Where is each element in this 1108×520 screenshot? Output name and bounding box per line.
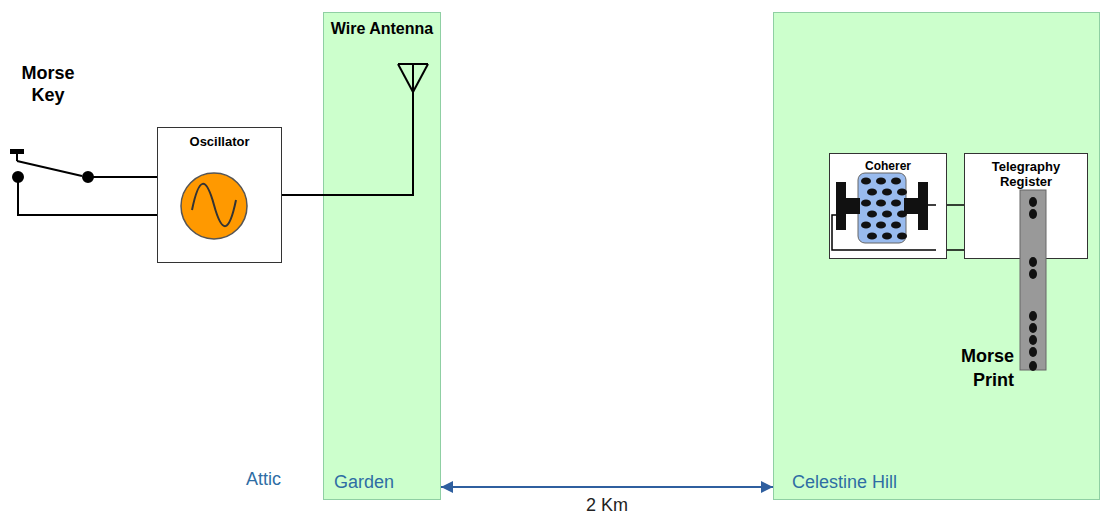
- node-text-holder: Oscillator: [158, 134, 281, 149]
- wire-antenna-symbol: [323, 64, 428, 195]
- wire: [947, 204, 964, 206]
- edge-label-holder: 2 Km: [586, 495, 628, 515]
- distance-label: 2 Km: [586, 495, 628, 515]
- morse-print-tape: [1020, 190, 1046, 371]
- attic-label-holder: Attic: [246, 469, 281, 490]
- wire: [947, 249, 964, 251]
- node-text-holder: Wire Antenna: [328, 19, 436, 38]
- oscillator-symbol: [181, 173, 247, 239]
- node-text: Telegraphy Register: [971, 159, 1081, 189]
- celestine-hill-band: Celestine Hill Coherer Telegraphy Register: [773, 12, 1100, 500]
- node-text: Wire Antenna: [328, 19, 436, 38]
- node-text: Celestine Hill: [792, 472, 897, 493]
- node-text-holder: Coherer: [830, 159, 946, 173]
- wire: [282, 194, 323, 196]
- morse-print-label-holder: Morse Print: [930, 344, 1014, 392]
- node-text: Coherer: [830, 159, 946, 173]
- coherer-wires: [832, 205, 936, 250]
- morse-print-label: Morse Print: [930, 344, 1014, 392]
- attic-label: Attic: [246, 469, 281, 490]
- node-text-holder: Celestine Hill: [792, 472, 897, 493]
- node-text-holder: Garden: [334, 472, 394, 493]
- garden-band: Wire AntennaGarden: [323, 12, 441, 500]
- node-text: Garden: [334, 472, 394, 493]
- coherer-symbol: [836, 173, 928, 243]
- morse-key-label: Morse Key: [8, 62, 88, 106]
- distance-arrow: [441, 486, 773, 488]
- morse-key-symbol: [10, 149, 93, 182]
- key-wires: [18, 177, 157, 215]
- morse-key-label-holder: Morse Key: [8, 62, 88, 106]
- node-text-holder: Telegraphy Register: [971, 159, 1081, 189]
- node-text: Oscillator: [158, 134, 281, 149]
